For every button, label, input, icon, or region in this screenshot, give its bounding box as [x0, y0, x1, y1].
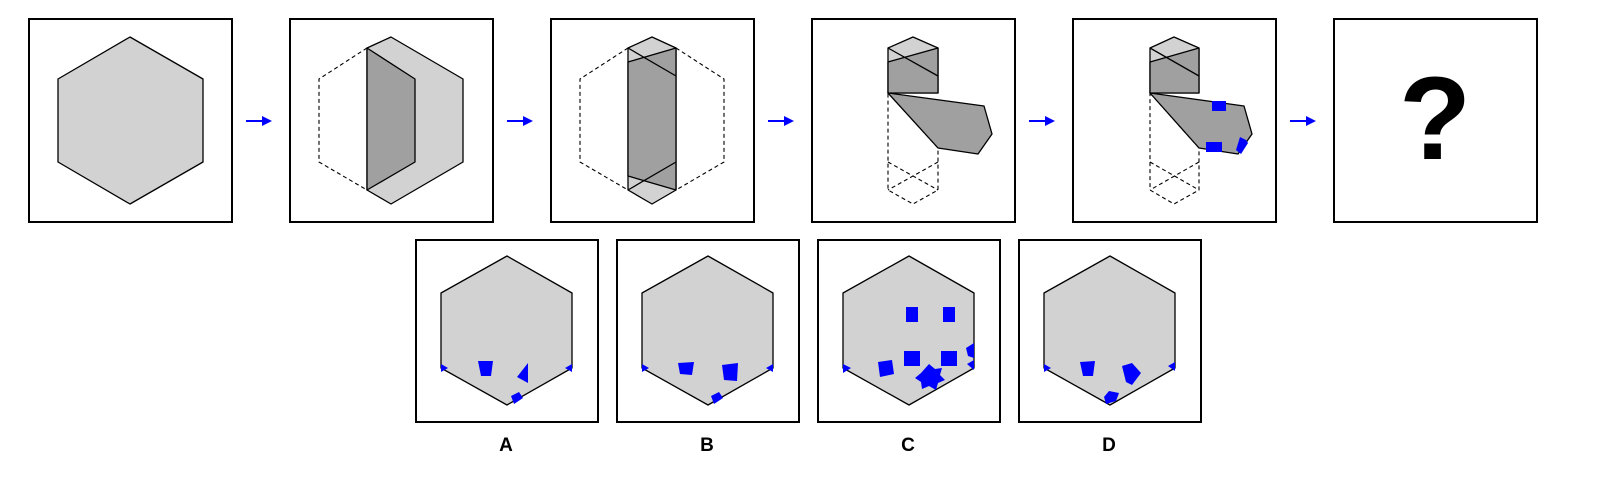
punched-hole	[1206, 142, 1222, 152]
unfolded-hexagon	[641, 255, 774, 406]
hole	[941, 351, 957, 366]
hole	[906, 307, 918, 322]
hole	[711, 392, 723, 404]
option-label: D	[1102, 435, 1116, 456]
hole	[1104, 391, 1119, 404]
fold-edge	[627, 161, 677, 191]
dashed-right-outline	[675, 47, 725, 191]
diagonal-folded-flap	[887, 92, 993, 155]
hole	[967, 360, 974, 370]
step-2-panel	[289, 18, 494, 223]
question-frame	[1333, 18, 1538, 223]
top-folded-layer	[1149, 47, 1200, 94]
question-mark: ?	[1399, 53, 1471, 185]
unfolded-hexagon	[440, 255, 573, 406]
option-label: A	[499, 435, 513, 456]
step-3-panel	[550, 18, 755, 223]
dashed-crease	[1149, 161, 1200, 191]
folded-layer	[366, 47, 416, 191]
hole	[678, 362, 694, 375]
hole	[904, 351, 920, 366]
arrow-1	[246, 116, 272, 126]
hole	[565, 364, 572, 372]
hole	[722, 363, 738, 381]
dashed-left-outline	[579, 47, 629, 191]
hole	[966, 343, 974, 358]
option-a[interactable]: A	[415, 239, 599, 456]
dashed-original-strip	[887, 91, 939, 205]
hole	[441, 364, 448, 372]
hole	[1080, 361, 1095, 376]
arrow-5	[1290, 116, 1316, 126]
hole	[915, 364, 945, 390]
dashed-original-strip	[1149, 91, 1200, 205]
fold-edge	[627, 47, 677, 77]
fold-edge	[887, 47, 939, 77]
arrow-head-icon	[1306, 116, 1316, 126]
fold-edge	[1149, 47, 1200, 77]
folded-layer	[627, 47, 677, 191]
hole	[1168, 362, 1175, 371]
arrow-head-icon	[1045, 116, 1055, 126]
option-label: C	[901, 435, 915, 456]
option-b[interactable]: B	[616, 239, 800, 456]
arrow-3	[768, 116, 794, 126]
hexagon-paper	[57, 36, 204, 205]
hole	[478, 361, 493, 376]
step-4-panel	[811, 18, 1016, 223]
hole	[943, 307, 955, 322]
hole	[642, 364, 649, 372]
option-label: B	[700, 435, 714, 456]
arrow-2	[507, 116, 533, 126]
arrow-head-icon	[523, 116, 533, 126]
hole	[1044, 364, 1051, 372]
hole	[517, 363, 528, 383]
option-c[interactable]: C	[817, 239, 1001, 456]
dashed-original-outline	[318, 47, 368, 191]
punched-hole	[1212, 101, 1226, 111]
unfolded-hexagon	[842, 255, 975, 406]
punched-hole	[1236, 137, 1248, 154]
hole	[511, 392, 523, 404]
hole	[766, 364, 773, 372]
hole	[843, 364, 851, 373]
arrow-head-icon	[784, 116, 794, 126]
step-5-panel	[1072, 18, 1277, 223]
arrow-4	[1029, 116, 1055, 126]
step-1-panel	[28, 18, 233, 223]
option-d[interactable]: D	[1018, 239, 1202, 456]
question-panel: ?	[1333, 18, 1538, 223]
top-folded-layer	[887, 47, 939, 94]
unfolded-hexagon	[1043, 255, 1176, 406]
hole	[1122, 363, 1141, 385]
hole	[878, 360, 894, 377]
arrow-head-icon	[262, 116, 272, 126]
dashed-crease	[887, 161, 939, 191]
